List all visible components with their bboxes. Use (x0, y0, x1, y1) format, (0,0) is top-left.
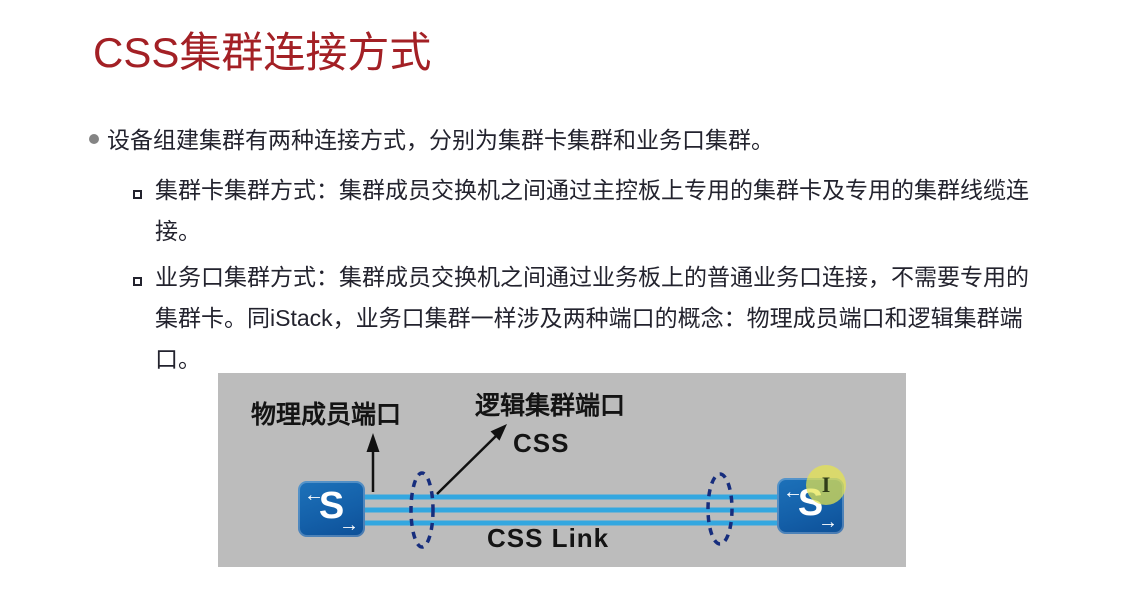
physical-port-arrow (366, 433, 380, 492)
arrow-left-icon: ← (783, 481, 803, 503)
css-link-lines (363, 494, 781, 526)
sub-bullet-line: 口。 (155, 346, 201, 372)
bullet-dot-icon (89, 134, 99, 144)
sub-bullet-line: 业务口集群方式：集群成员交换机之间通过业务板上的普通业务口连接，不需要专用的 (155, 264, 1029, 290)
css-topology-diagram: 物理成员端口 逻辑集群端口 CSS CSS Link ← S → ← S → I (218, 373, 906, 567)
physical-port-label: 物理成员端口 (251, 401, 402, 429)
square-bullet-icon (133, 190, 142, 199)
sub-bullet-line: 接。 (155, 218, 201, 244)
logical-port-ellipse-left (409, 471, 435, 549)
sub-bullet-line: 集群卡集群方式：集群成员交换机之间通过主控板上专用的集群卡及专用的集群线缆连 (155, 177, 1029, 203)
sub-bullet-service-port-cluster: 业务口集群方式：集群成员交换机之间通过业务板上的普通业务口连接，不需要专用的 集… (155, 257, 1095, 380)
sub-bullet-card-cluster: 集群卡集群方式：集群成员交换机之间通过主控板上专用的集群卡及专用的集群线缆连 接… (155, 170, 1095, 252)
bullet-text: 设备组建集群有两种连接方式，分别为集群卡集群和业务口集群。 (107, 127, 774, 153)
arrow-right-icon: → (339, 514, 359, 536)
logical-port-arrow (436, 424, 507, 495)
square-bullet-icon (133, 277, 142, 286)
logical-port-label: 逻辑集群端口 (475, 392, 626, 420)
css-label: CSS (513, 428, 570, 458)
arrow-right-icon: → (818, 511, 838, 533)
sub-bullet-line: 集群卡。同iStack，业务口集群一样涉及两种端口的概念：物理成员端口和逻辑集群… (155, 305, 1023, 331)
text-cursor-icon: I (821, 472, 831, 497)
switch-icon-left: ← S → (298, 481, 365, 537)
logical-port-ellipse-right (706, 472, 734, 546)
switch-letter: S (318, 485, 345, 527)
cursor-highlight: I (806, 465, 846, 505)
slide-title: CSS集群连接方式 (93, 29, 432, 76)
diagram-graphics (363, 424, 781, 549)
css-link-label: CSS Link (487, 523, 610, 553)
arrow-left-icon: ← (304, 484, 324, 506)
